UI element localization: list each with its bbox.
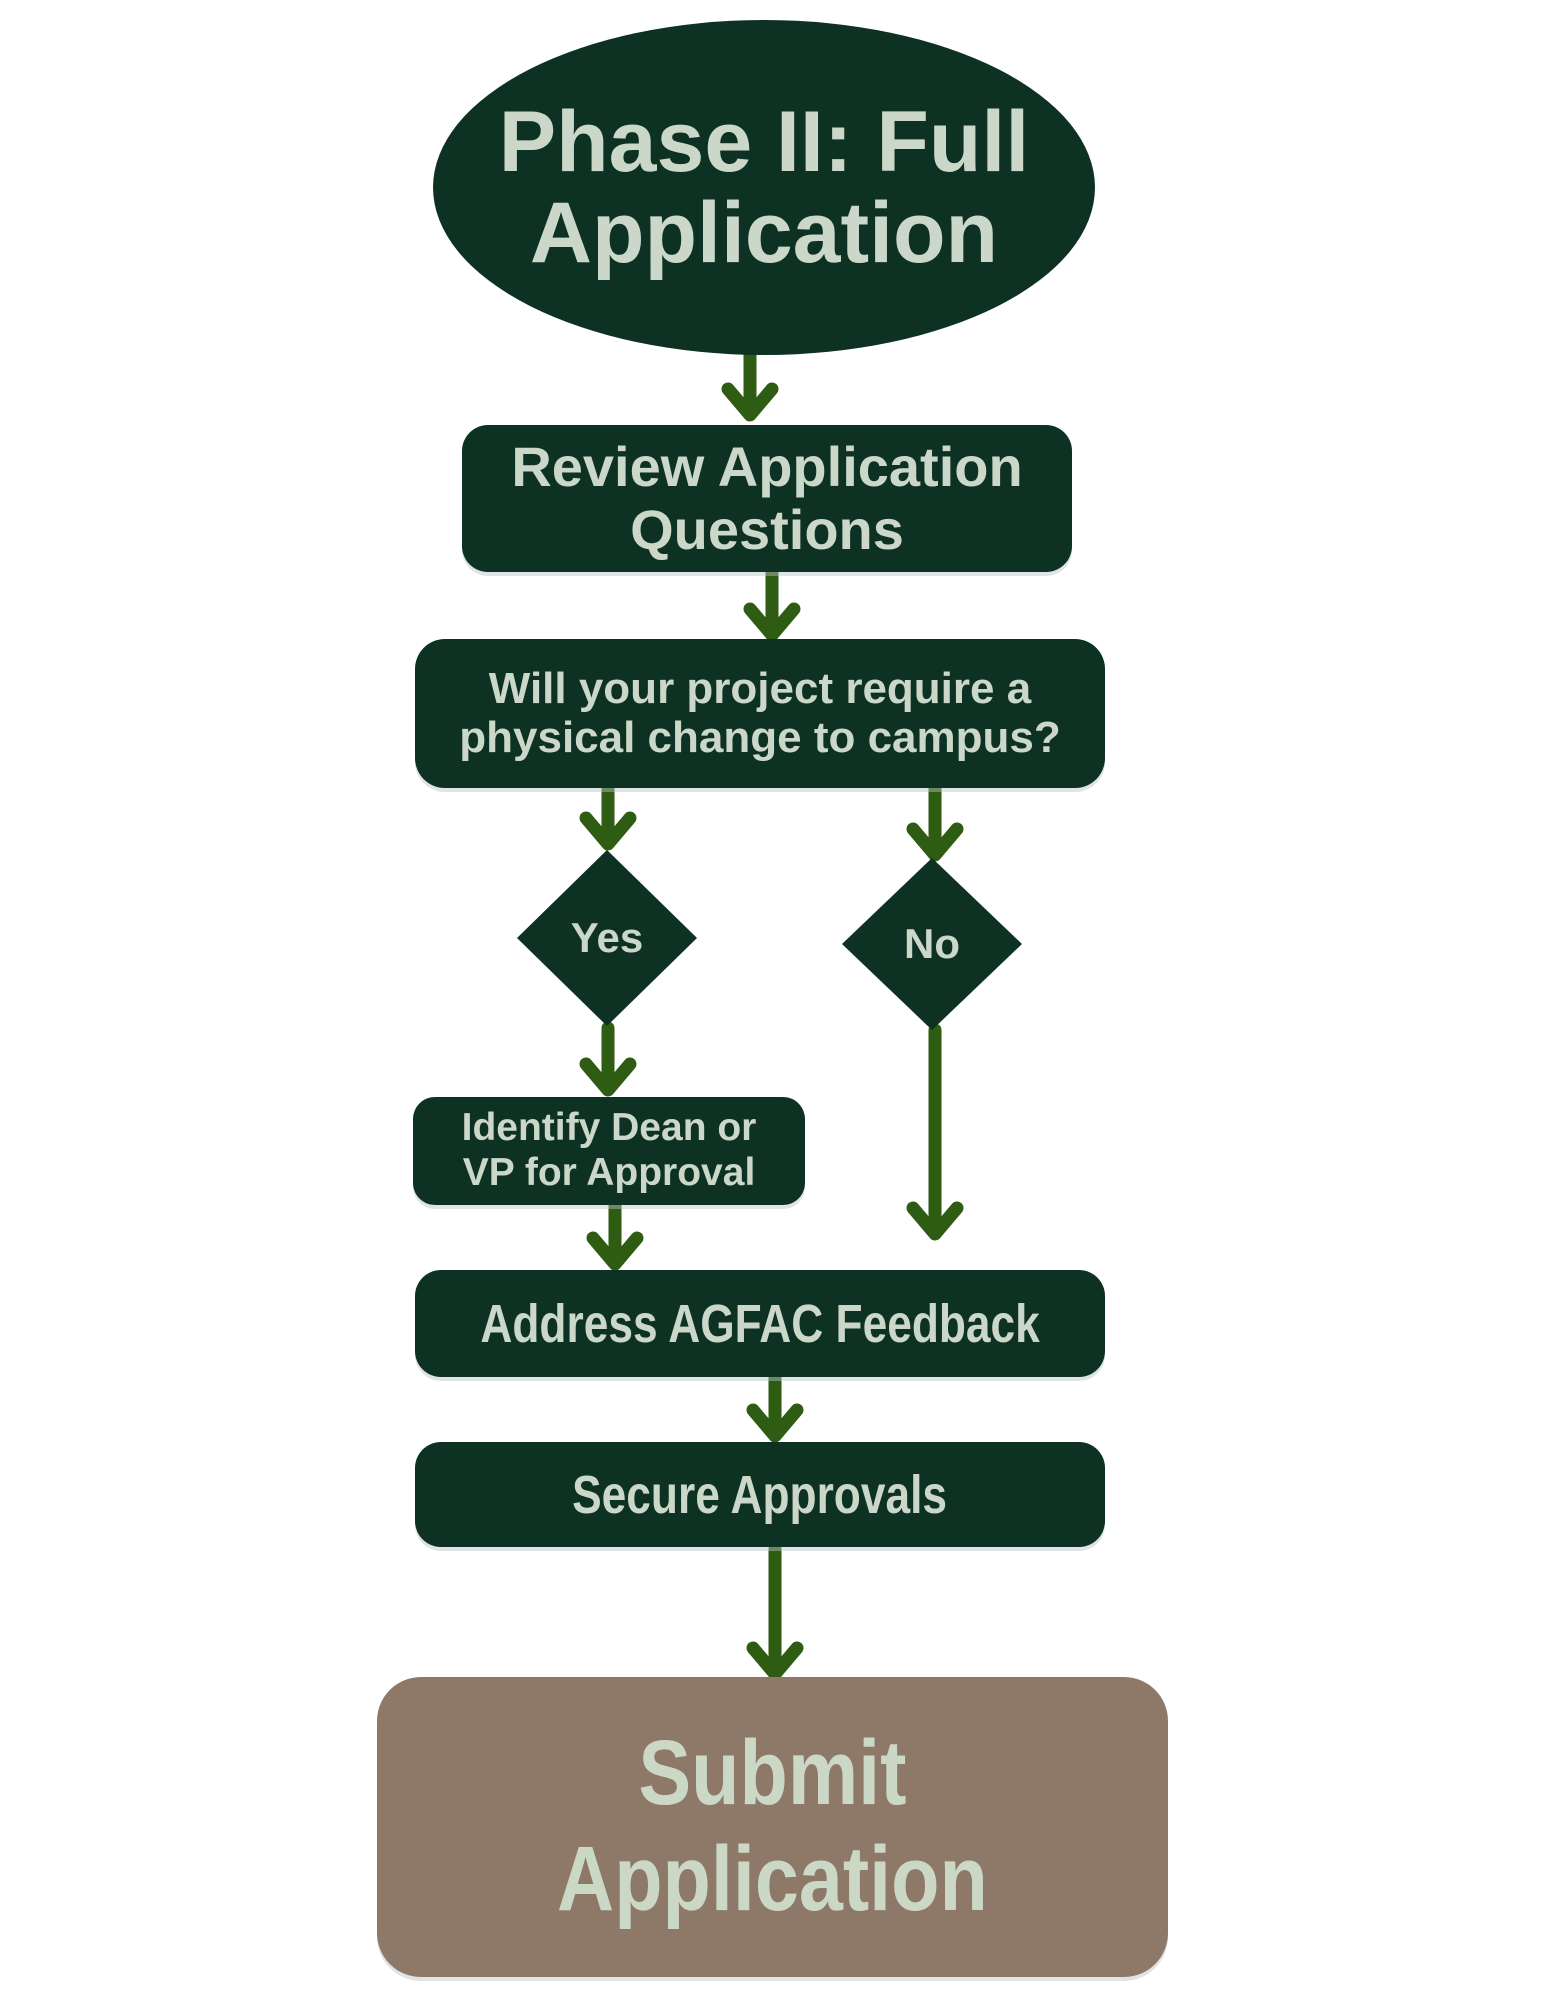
node-decision-yes-label: Yes	[570, 914, 644, 961]
node-address-agfac-feedback-label: Address AGFAC Feedback	[480, 1293, 1040, 1354]
arrow-start-to-review	[721, 348, 779, 422]
node-address-agfac-feedback: Address AGFAC Feedback	[415, 1270, 1105, 1377]
arrow-yes-to-identify	[579, 1021, 637, 1097]
arrow-question-to-no	[906, 781, 964, 862]
node-phase2-title-label: Phase II: Full Application	[498, 94, 1030, 281]
node-secure-approvals-label: Secure Approvals	[572, 1464, 948, 1525]
node-submit-application: Submit Application	[377, 1677, 1168, 1977]
arrow-review-to-question	[743, 565, 801, 642]
node-question-physical-change: Will your project require a physical cha…	[415, 639, 1105, 788]
node-question-physical-change-label: Will your project require a physical cha…	[459, 664, 1061, 762]
node-identify-dean-vp-label: Identify Dean or VP for Approval	[461, 1106, 757, 1194]
node-phase2-title: Phase II: Full Application	[433, 20, 1095, 355]
node-review-questions-label: Review Application Questions	[511, 434, 1023, 561]
arrow-question-to-yes	[579, 781, 637, 851]
arrow-identify-to-address	[586, 1198, 644, 1271]
node-identify-dean-vp: Identify Dean or VP for Approval	[413, 1097, 805, 1205]
node-review-questions: Review Application Questions	[462, 425, 1072, 572]
node-decision-no-label: No	[904, 920, 960, 967]
arrow-address-to-secure	[746, 1370, 804, 1443]
node-submit-application-label: Submit Application	[557, 1722, 988, 1930]
node-secure-approvals: Secure Approvals	[415, 1442, 1105, 1547]
node-decision-yes: Yes	[517, 850, 697, 1026]
node-decision-no: No	[842, 858, 1022, 1030]
arrow-secure-to-submit	[746, 1542, 804, 1681]
arrow-no-to-address	[906, 1023, 964, 1241]
